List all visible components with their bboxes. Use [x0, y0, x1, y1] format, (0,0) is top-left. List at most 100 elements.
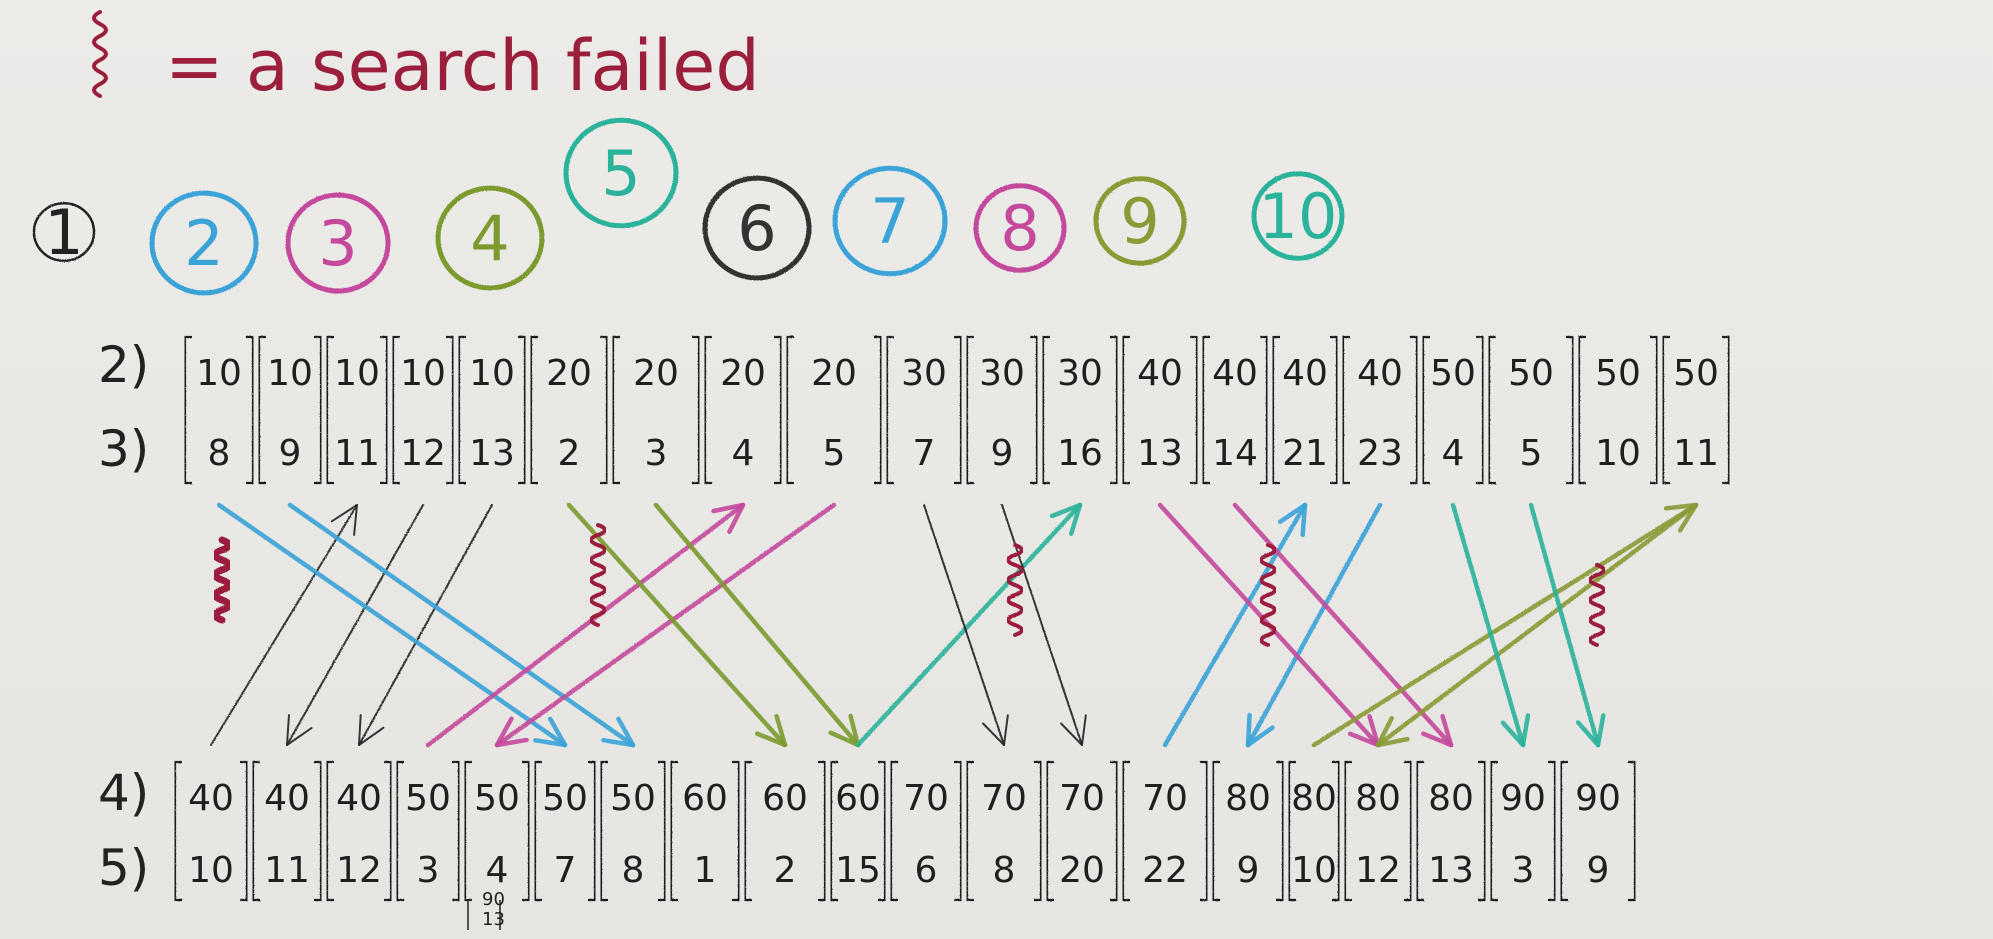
vector-bottom-value: 13	[469, 433, 515, 474]
bottom-vector: 504	[463, 760, 531, 902]
arrow-shaft	[923, 504, 1005, 746]
vector-bottom-value: 10	[188, 850, 234, 891]
vector-bottom-value: 10	[1595, 433, 1641, 474]
left-bracket	[1041, 335, 1050, 485]
arrow-shaft	[216, 502, 568, 748]
left-bracket	[1287, 760, 1296, 902]
row-label: 3)	[98, 420, 149, 478]
vector-bottom-value: 22	[1142, 850, 1188, 891]
vector-top-value: 20	[811, 353, 857, 394]
number-circle-8: 8	[973, 183, 1067, 273]
bottom-vector: 708	[965, 760, 1043, 902]
search-arrow	[358, 504, 493, 746]
right-bracket	[452, 760, 461, 902]
sub-note: 90 13	[467, 889, 505, 930]
right-bracket	[246, 335, 255, 485]
arrow-head	[754, 713, 788, 748]
right-bracket	[314, 335, 323, 485]
vector-bottom-value: 12	[400, 433, 446, 474]
arrow-shaft	[1162, 502, 1308, 748]
arrow-shaft	[855, 502, 1083, 748]
arrow-head	[330, 504, 358, 536]
right-bracket	[1404, 760, 1413, 902]
number-circle-5: 5	[563, 117, 679, 229]
right-bracket	[1332, 760, 1341, 902]
vector-bottom-value: 4	[732, 433, 755, 474]
right-bracket	[1276, 760, 1285, 902]
left-bracket	[1661, 335, 1670, 485]
number-circle-1: 1	[32, 196, 96, 269]
vector-bottom-value: 13	[1137, 433, 1183, 474]
arrow-head	[1420, 713, 1454, 748]
number-circle-2: 2	[149, 190, 259, 296]
arrow-head	[1060, 714, 1087, 746]
failed-search-marks	[211, 523, 1606, 647]
vector-bottom-value: 7	[554, 850, 577, 891]
bottom-vector: 508	[599, 760, 667, 902]
vector-bottom-value: 12	[1355, 850, 1401, 891]
vector-top-value: 90	[1500, 778, 1546, 819]
arrow-layer	[210, 502, 1699, 748]
vector-top-value: 50	[610, 778, 656, 819]
left-bracket	[611, 335, 620, 485]
search-arrow	[1162, 502, 1308, 748]
left-bracket	[785, 335, 794, 485]
vector-top-value: 40	[264, 778, 310, 819]
arrow-head	[358, 714, 385, 746]
vector-top-value: 60	[835, 778, 881, 819]
vector-bottom-value: 5	[823, 433, 846, 474]
vector-top-value: 10	[196, 353, 242, 394]
row-label: 5)	[98, 839, 149, 897]
left-bracket	[325, 335, 334, 485]
vector-bottom-value: 16	[1057, 433, 1103, 474]
search-arrow	[287, 502, 636, 748]
vector-bottom-value: 8	[208, 433, 231, 474]
vector-bottom-value: 11	[334, 433, 380, 474]
vector-top-value: 10	[469, 353, 515, 394]
circle-number: 6	[737, 192, 776, 265]
left-bracket	[1559, 760, 1568, 902]
vector-bottom-value: 10	[1291, 850, 1337, 891]
number-circle-6: 6	[702, 175, 812, 281]
arrow-head	[1245, 712, 1275, 748]
vector-bottom-value: 9	[1237, 850, 1260, 891]
circle-outline	[973, 183, 1067, 273]
vector-bottom-value: 21	[1282, 433, 1328, 474]
row-label: 4)	[98, 764, 149, 822]
left-bracket	[1271, 335, 1280, 485]
left-bracket	[1341, 335, 1350, 485]
left-bracket	[1121, 760, 1130, 902]
circle-outline	[563, 117, 679, 229]
circle-outline	[702, 175, 812, 281]
right-bracket	[522, 760, 531, 902]
search-arrow	[1450, 502, 1531, 748]
vector-bottom-value: 8	[993, 850, 1016, 891]
search-arrow	[653, 502, 861, 748]
left-bracket	[529, 335, 538, 485]
vector-bottom-value: 2	[774, 850, 797, 891]
right-bracket	[1330, 335, 1339, 485]
left-bracket	[251, 760, 260, 902]
top-vector: 307	[885, 335, 963, 485]
left-bracket	[533, 760, 542, 902]
vector-bottom-value: 9	[991, 433, 1014, 474]
right-bracket	[518, 335, 527, 485]
search-arrow	[1528, 502, 1606, 748]
arrow-head	[982, 714, 1009, 746]
left-bracket	[1211, 760, 1220, 902]
left-bracket	[1421, 335, 1430, 485]
left-bracket	[599, 760, 608, 902]
right-bracket	[1110, 760, 1119, 902]
vector-bottom-value: 2	[558, 433, 581, 474]
right-bracket	[588, 760, 597, 902]
right-bracket	[1478, 760, 1487, 902]
vector-top-value: 40	[1212, 353, 1258, 394]
top-vector: 20 5	[785, 335, 883, 485]
